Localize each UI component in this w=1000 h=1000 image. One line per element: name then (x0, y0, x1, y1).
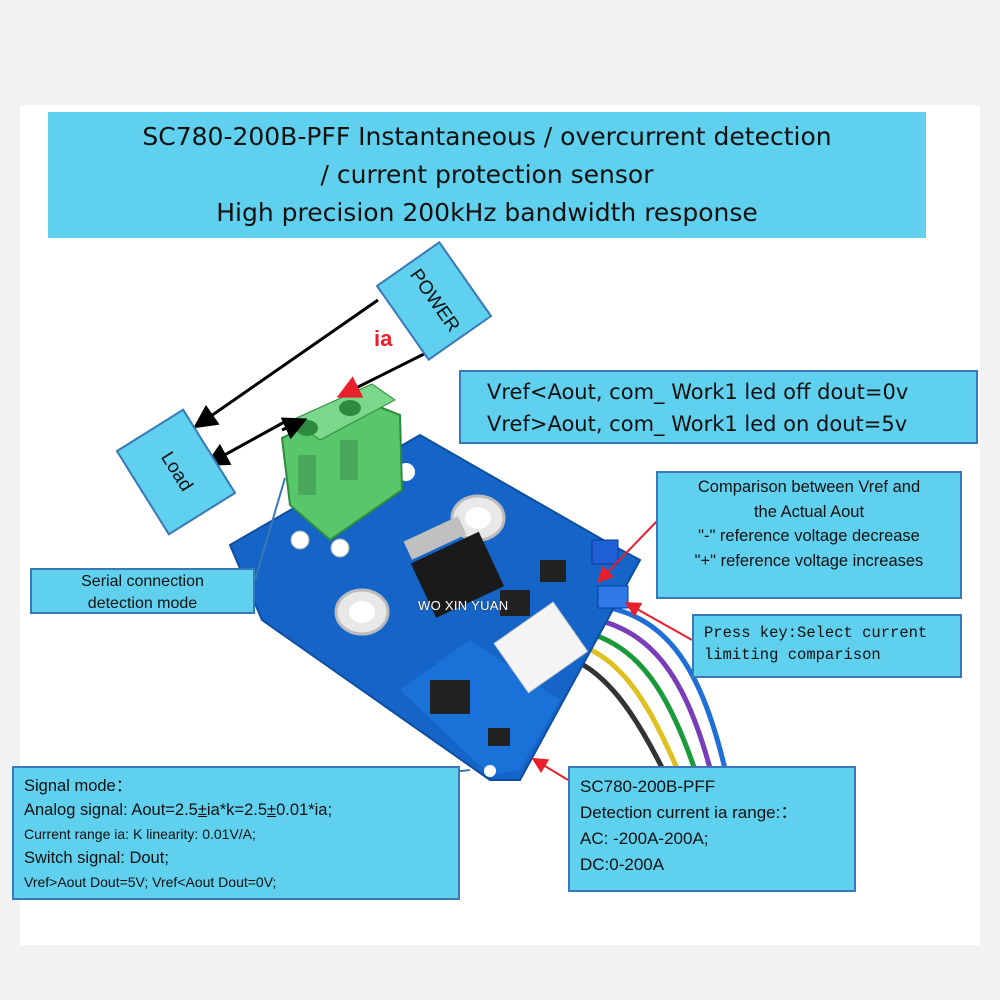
signal-line-3: Current range ia: K linearity: 0.01V/A; (24, 826, 256, 842)
spec-line-3: AC: -200A-200A; (580, 829, 709, 848)
signal-line-2c: ia*k=2.5 (206, 801, 268, 819)
signal-line-2a: Analog signal: Aout=2.5 (24, 801, 198, 819)
serial-connection-box: Serial connection detection mode (30, 568, 255, 614)
title-banner: SC780-200B-PFF Instantaneous / overcurre… (48, 112, 926, 238)
title-line-2: / current protection sensor (320, 160, 654, 189)
vref-line-2: Vref>Aout, com_ Work1 led on dout=5v (487, 412, 908, 436)
comparison-line-2: the Actual Aout (753, 502, 865, 521)
load-label: Load (156, 448, 197, 496)
comparison-line-3: "-" reference voltage decrease (698, 527, 920, 545)
spec-line-1: SC780-200B-PFF (580, 777, 716, 796)
title-line-1: SC780-200B-PFF Instantaneous / overcurre… (142, 122, 832, 151)
vref-line-1: Vref<Aout, com_ Work1 led off dout=0v (487, 380, 909, 404)
comparison-line-1: Comparison between Vref and (697, 478, 921, 496)
callout-lines (531, 519, 693, 781)
watermark: WO XIN YUAN (418, 598, 509, 613)
comparison-line-4: "+" reference voltage increases (694, 551, 924, 570)
signal-line-2: Analog signal: Aout=2.5±ia*k=2.5±0.01*ia… (24, 798, 458, 822)
signal-line-1: Signal mode： (24, 777, 133, 795)
press-line-2: limiting comparison (704, 646, 881, 664)
title-line-3: High precision 200kHz bandwidth response (216, 198, 758, 227)
current-ia-label: ia (374, 326, 393, 351)
signal-plusminus-1: ± (197, 801, 207, 819)
spec-box: SC780-200B-PFF Detection current ia rang… (568, 766, 856, 892)
spec-line-4: DC:0-200A (580, 855, 665, 874)
signal-plusminus-2: ± (267, 801, 277, 819)
spec-line-2: Detection current ia range:： (580, 803, 798, 822)
signal-mode-box: Signal mode： Analog signal: Aout=2.5±ia*… (12, 766, 460, 900)
signal-line-2e: 0.01*ia; (276, 801, 333, 819)
terminal-block (280, 383, 404, 542)
press-key-box: Press key:Select current limiting compar… (692, 614, 962, 678)
comparison-box: Comparison between Vref and the Actual A… (656, 471, 962, 599)
power-label: POWER (405, 265, 464, 337)
press-line-1: Press key:Select current (704, 624, 928, 642)
vref-comparison-box: Vref<Aout, com_ Work1 led off dout=0v Vr… (459, 370, 978, 444)
signal-line-5: Vref>Aout Dout=5V; Vref<Aout Dout=0V; (24, 874, 277, 890)
serial-line-1: Serial connection (81, 573, 204, 590)
signal-line-4: Switch signal: Dout; (24, 849, 169, 867)
serial-line-2: detection mode (87, 595, 198, 612)
